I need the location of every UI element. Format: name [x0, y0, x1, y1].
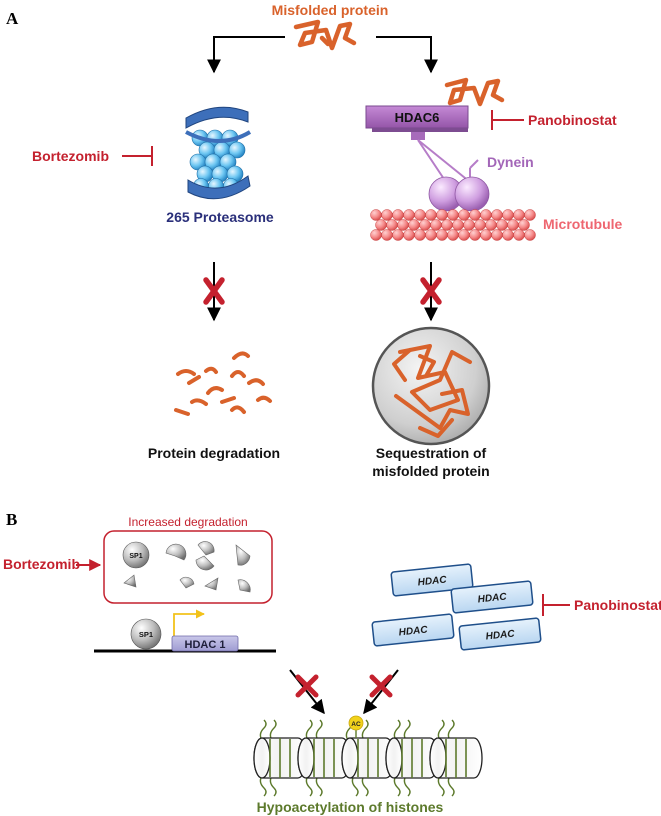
hdac1-label: HDAC 1	[185, 639, 226, 651]
hdac-box-2: HDAC	[450, 580, 534, 614]
hdac-enzymes: HDAC HDAC HDAC HDAC	[371, 563, 542, 651]
aggresome-icon	[371, 326, 491, 446]
bortezomib-label-b: Bortezomib	[3, 556, 80, 572]
proteasome-icon	[185, 106, 252, 200]
blocked-x-icon	[203, 277, 225, 305]
blocked-x-icon	[369, 674, 393, 698]
branch-arrows	[207, 36, 438, 74]
misfolded-protein-icon	[444, 77, 505, 107]
misfolded-protein-label: Misfolded protein	[272, 2, 389, 18]
hdac6-box	[365, 105, 469, 140]
dynein-icon	[417, 139, 490, 212]
inhibition-bar-icon	[491, 110, 524, 130]
misfolded-protein-icon	[293, 19, 357, 51]
hdac-box-4: HDAC	[458, 617, 542, 651]
sp1-fragments	[123, 541, 251, 593]
microtubule-icon	[370, 209, 536, 241]
transcription-arrow	[173, 609, 205, 640]
protein-fragment-icon	[174, 351, 272, 416]
inhibition-bar-icon	[122, 146, 153, 166]
sp1-protein-icon: SP1	[122, 541, 150, 569]
sequestration-label-line1: Sequestration of	[376, 445, 487, 461]
panel-label-b: B	[6, 510, 17, 529]
hdac-label-2: HDAC	[477, 591, 508, 605]
panobinostat-label-a: Panobinostat	[528, 112, 617, 128]
sequestration-label-line2: misfolded protein	[372, 463, 489, 479]
hdac-label-3: HDAC	[398, 624, 429, 638]
increased-degradation-label: Increased degradation	[128, 515, 247, 529]
bortezomib-label-a: Bortezomib	[32, 148, 109, 164]
proteasome-label: 265 Proteasome	[166, 209, 274, 225]
microtubule-label: Microtubule	[543, 216, 623, 232]
protein-degradation-label: Protein degradation	[148, 445, 280, 461]
hdac-box-1: HDAC	[390, 563, 474, 597]
hypoacetylation-label: Hypoacetylation of histones	[257, 799, 444, 815]
blocked-arrow-left	[203, 262, 225, 322]
hdac6-label: HDAC6	[395, 110, 440, 125]
blocked-arrow-right	[420, 262, 442, 322]
dynein-label: Dynein	[487, 154, 534, 170]
acetyl-group-icon: AC	[348, 715, 364, 738]
degradation-box	[103, 530, 273, 604]
sp1-label-gene: SP1	[139, 630, 153, 639]
nucleosome-icon	[253, 719, 483, 797]
ac-label: AC	[351, 721, 361, 728]
sp1-label-top: SP1	[129, 553, 142, 560]
blocked-arrow-b-right	[363, 669, 399, 715]
sp1-protein-icon: SP1	[130, 618, 162, 650]
panel-label-a: A	[6, 9, 19, 28]
blocked-x-icon	[420, 277, 442, 305]
blocked-x-icon	[295, 674, 319, 698]
panobinostat-label-b: Panobinostat	[574, 597, 661, 613]
inhibition-bar-icon	[542, 594, 570, 616]
blocked-arrow-b-left	[289, 669, 325, 715]
hdac1-gene-box	[171, 635, 239, 652]
hdac-box-3: HDAC	[371, 613, 455, 647]
hdac-label-1: HDAC	[417, 574, 448, 588]
hdac-label-4: HDAC	[485, 628, 516, 642]
